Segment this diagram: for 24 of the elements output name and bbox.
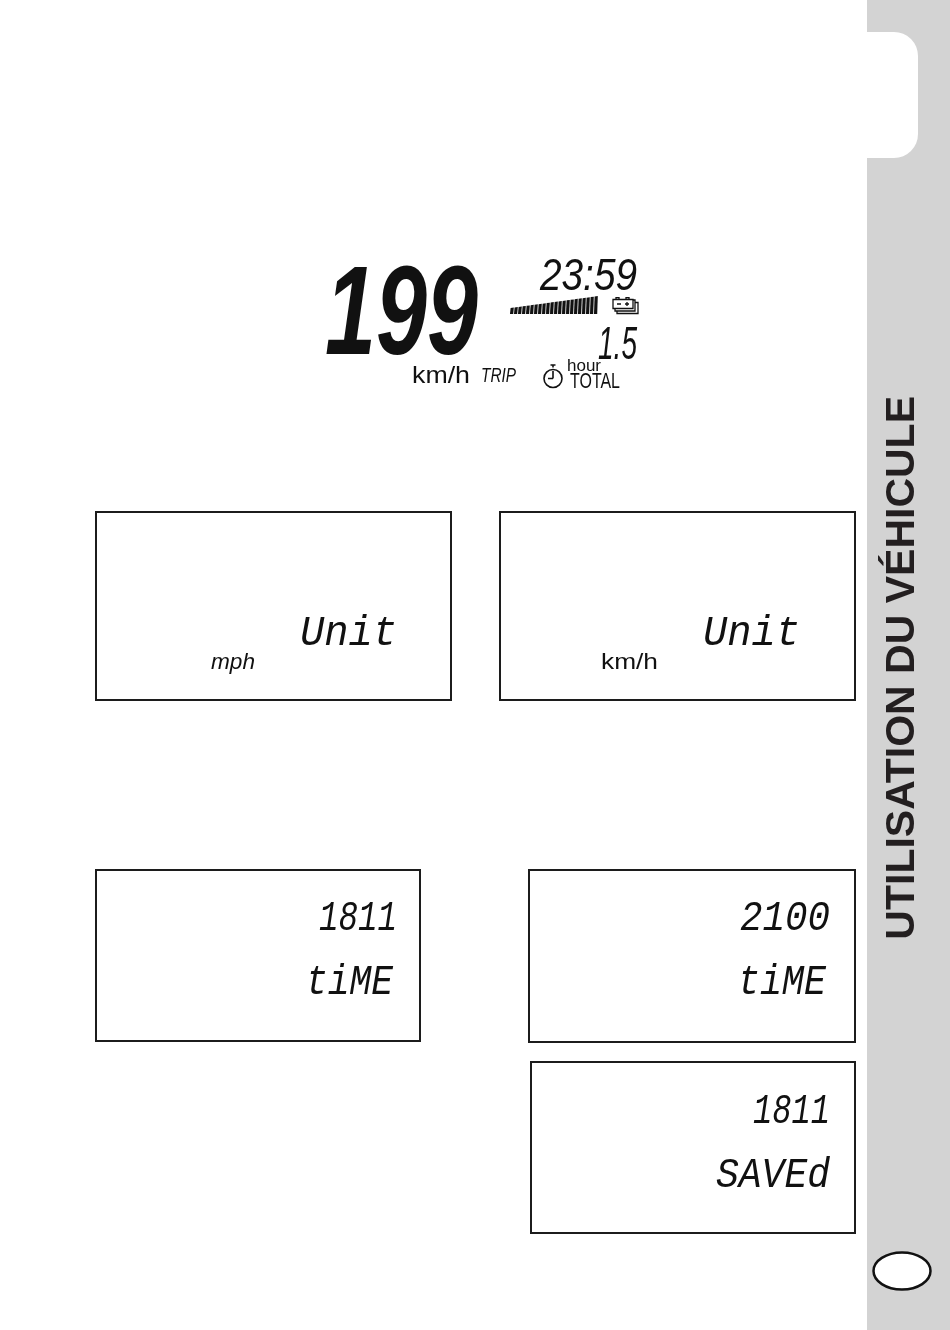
display-message: tiME [738, 961, 826, 1004]
lcd-screen-box [95, 869, 421, 1042]
unit-label: mph [211, 651, 255, 674]
unit-label: km/h [601, 651, 658, 674]
display-message: Unit [703, 612, 800, 655]
clock-readout: 23:59 [540, 257, 637, 293]
unit-label: hour [567, 360, 601, 373]
display-message: Unit [300, 612, 397, 655]
side-band [867, 0, 950, 1330]
trip-readout: 1.5 [598, 325, 637, 363]
section-title: UTILISATION DU VÉHICULE [879, 396, 921, 940]
mode-label: TRIP [481, 366, 516, 386]
lcd-screen-box [499, 511, 856, 701]
time-readout: 1811 [319, 897, 397, 940]
mode-label: TOTAL [570, 373, 620, 390]
lcd-screen-box [530, 1061, 856, 1234]
lcd-screen-box [95, 511, 452, 701]
speed-readout: 199 [325, 263, 478, 360]
time-readout: 1811 [753, 1090, 830, 1133]
display-message: SAVEd [716, 1154, 830, 1197]
display-message: tiME [306, 961, 393, 1004]
unit-label: km/h [412, 363, 470, 386]
lcd-screen-box [528, 869, 856, 1043]
time-readout: 2100 [740, 897, 830, 940]
